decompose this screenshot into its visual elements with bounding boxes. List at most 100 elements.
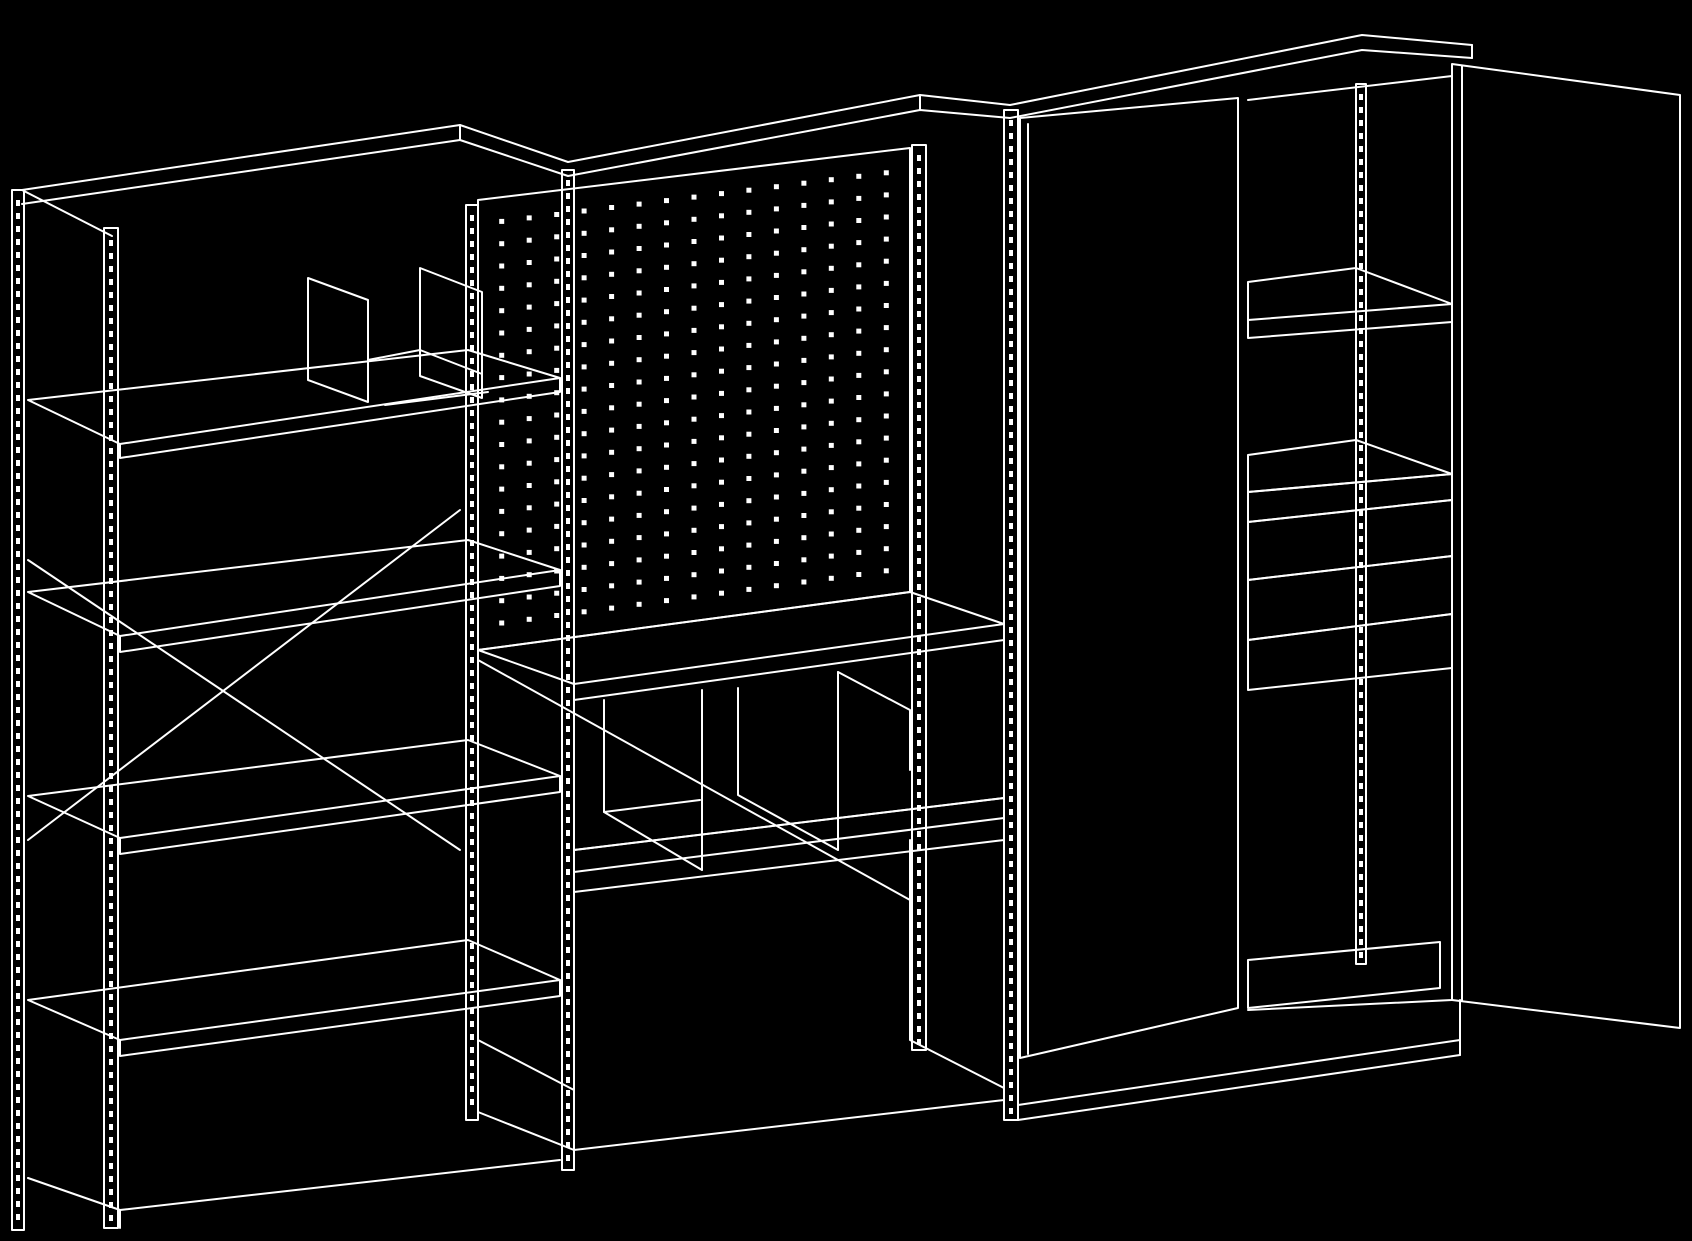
post-slot	[566, 752, 570, 758]
post-slot	[1359, 211, 1363, 217]
post-slot	[16, 1084, 20, 1090]
post-slot	[16, 1071, 20, 1077]
pegboard-hole	[773, 361, 779, 367]
post-slot	[109, 1033, 113, 1039]
pegboard-hole	[719, 346, 724, 352]
post-slot	[917, 402, 921, 408]
pegboard-hole	[828, 398, 834, 404]
pegboard-hole	[636, 490, 642, 496]
pegboard-hole	[801, 424, 807, 430]
post-slot	[16, 343, 20, 349]
pegboard-hole	[526, 616, 532, 622]
pegboard-hole	[883, 435, 889, 441]
post-slot	[16, 590, 20, 596]
post-slot	[566, 284, 570, 290]
pegboard-hole	[664, 442, 669, 448]
post-slot	[1009, 367, 1013, 373]
pegboard-hole	[801, 380, 807, 386]
pegboard-hole	[746, 232, 752, 237]
post-slot	[16, 525, 20, 531]
post-slot	[16, 954, 20, 960]
post-slot	[16, 434, 20, 440]
post-slot	[566, 908, 570, 914]
post-slot	[917, 1013, 921, 1019]
post-slot	[566, 882, 570, 888]
post-slot	[16, 603, 20, 609]
post-slot	[917, 649, 921, 655]
pegboard-hole	[746, 520, 752, 526]
pegboard-hole	[856, 505, 862, 511]
pegboard-hole	[719, 524, 724, 530]
post-slot	[470, 345, 474, 351]
post-slot	[917, 350, 921, 356]
post-slot	[109, 292, 113, 298]
post-slot	[109, 1137, 113, 1143]
post-slot	[566, 466, 570, 472]
pegboard-hole	[499, 531, 505, 537]
post-slot	[1009, 1082, 1013, 1088]
post-slot	[1359, 861, 1363, 867]
post-slot	[109, 526, 113, 532]
post-slot	[470, 579, 474, 585]
post-slot	[470, 488, 474, 494]
post-slot	[470, 930, 474, 936]
pegboard-hole	[526, 505, 532, 511]
post-slot	[1009, 1030, 1013, 1036]
pegboard-hole	[554, 234, 560, 240]
pegboard-hole	[609, 494, 615, 500]
pegboard-hole	[856, 262, 862, 268]
post-slot	[1009, 809, 1013, 815]
post-slot	[109, 448, 113, 454]
post-slot	[1359, 484, 1363, 490]
post-slot	[1359, 172, 1363, 178]
pegboard-hole	[581, 408, 587, 414]
post-slot	[109, 513, 113, 519]
post-slot	[470, 709, 474, 715]
post-slot	[1009, 250, 1013, 256]
pegboard-hole	[691, 527, 697, 533]
post-slot	[16, 1136, 20, 1142]
cabinet-closed-door	[1019, 97, 1239, 1059]
pegboard-hole	[526, 326, 532, 332]
post-slots	[16, 94, 1363, 1221]
pegboard-hole	[636, 379, 642, 385]
pegboard-hole	[609, 316, 615, 322]
post-slot	[16, 746, 20, 752]
pegboard-hole	[499, 352, 505, 358]
post-slot	[566, 934, 570, 940]
post-slot	[1359, 757, 1363, 763]
pegboard-hole	[554, 256, 560, 262]
post-slot	[16, 681, 20, 687]
pegboard-hole	[856, 284, 862, 290]
post-slot	[16, 1097, 20, 1103]
post-slot	[1359, 276, 1363, 282]
post-slot	[1009, 523, 1013, 529]
pegboard-hole	[856, 240, 862, 246]
post-slot	[470, 306, 474, 312]
post-slot	[109, 578, 113, 584]
post-slot	[566, 1103, 570, 1109]
post-slot	[1009, 575, 1013, 581]
post-slot	[917, 688, 921, 694]
pegboard-hole	[609, 538, 615, 544]
pegboard-hole	[691, 505, 697, 511]
post-slot	[917, 311, 921, 317]
post-slot	[470, 878, 474, 884]
pegboard-hole	[883, 413, 889, 419]
post-slot	[16, 213, 20, 219]
post-slot	[109, 773, 113, 779]
shelves	[27, 349, 561, 1229]
pegboard-hole	[773, 428, 779, 433]
pegboard-hole	[526, 460, 532, 466]
post-slot	[917, 428, 921, 434]
post-slot	[109, 370, 113, 376]
post-slot	[917, 662, 921, 668]
post-slot	[917, 935, 921, 941]
post-slot	[470, 826, 474, 832]
post-slot	[16, 1019, 20, 1025]
post-slot	[1009, 549, 1013, 555]
cabinet-bottom-tray	[1247, 941, 1441, 1009]
pegboard-hole	[664, 287, 669, 292]
pegboard-hole	[856, 218, 862, 223]
post-slot	[917, 818, 921, 824]
